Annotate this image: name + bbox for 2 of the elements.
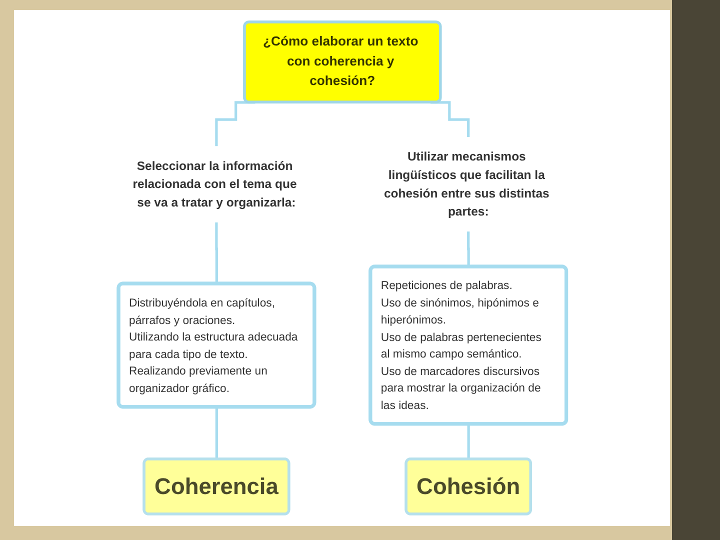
node-text: Seleccionar la información relacionada con el tema que se va a tratar y organizarla:: [132, 158, 296, 210]
node-text: Utilizar mecanismos lingüísticos que facilitan la cohesión entre sus distintas partes:: [384, 149, 549, 218]
